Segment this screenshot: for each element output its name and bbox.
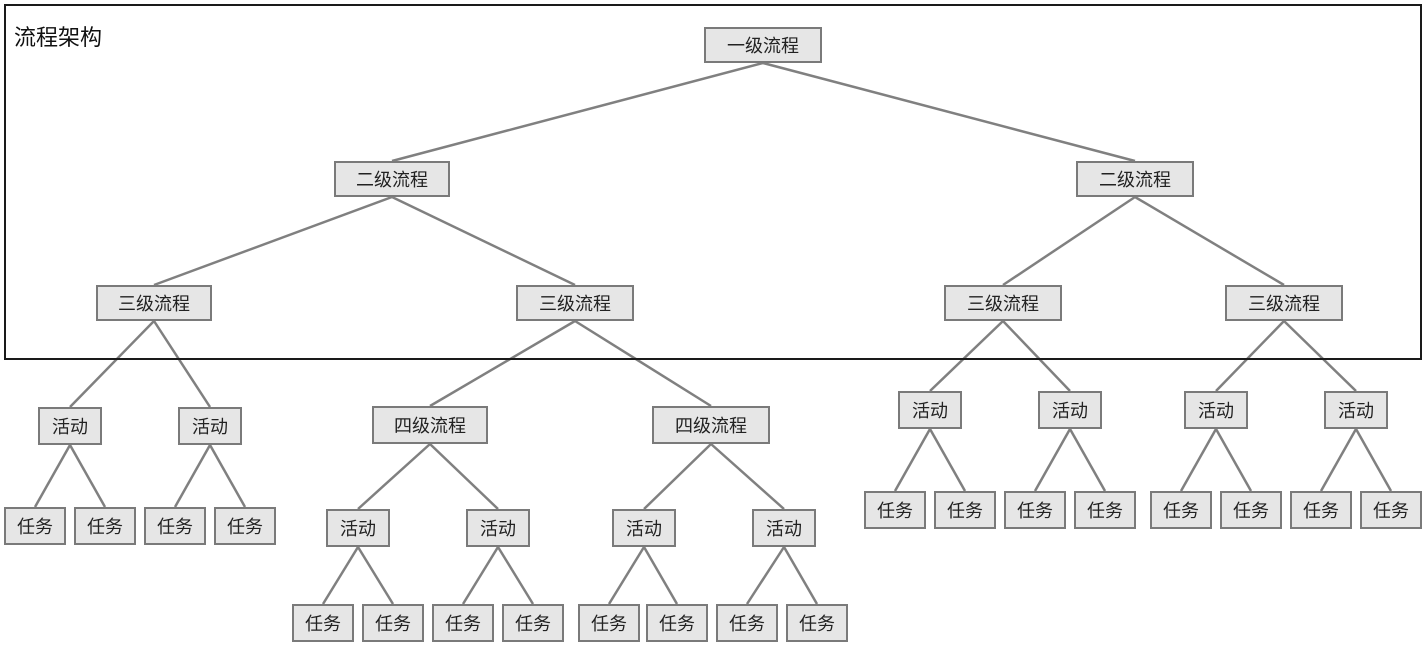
connector-line	[461, 546, 500, 605]
activity-node: 活动	[898, 391, 962, 429]
activity-node: 活动	[178, 407, 242, 445]
connector-line	[496, 546, 535, 605]
connector-line	[1068, 428, 1107, 492]
activity-node: 活动	[466, 509, 530, 547]
connector-line	[1134, 195, 1285, 287]
connector-line	[391, 61, 764, 163]
activity-node: 活动	[1324, 391, 1388, 429]
activity-node: 活动	[326, 509, 390, 547]
task-node: 任务	[1074, 491, 1136, 529]
connector-line	[68, 444, 107, 508]
frame-title: 流程架构	[14, 26, 103, 51]
level3-process-node: 三级流程	[96, 285, 212, 321]
connector-line	[357, 443, 431, 510]
connector-line	[69, 320, 155, 408]
task-node: 任务	[864, 491, 926, 529]
connector-line	[710, 443, 785, 510]
connector-line	[1033, 428, 1072, 492]
connector-line	[321, 546, 360, 605]
activity-node: 活动	[1038, 391, 1102, 429]
task-node: 任务	[74, 507, 136, 545]
task-node: 任务	[1004, 491, 1066, 529]
connector-line	[173, 444, 212, 508]
task-node: 任务	[578, 604, 640, 642]
task-node: 任务	[646, 604, 708, 642]
level3-process-node: 三级流程	[516, 285, 634, 321]
task-node: 任务	[1360, 491, 1422, 529]
connector-line	[429, 319, 576, 408]
connector-line	[429, 443, 499, 510]
task-node: 任务	[214, 507, 276, 545]
task-node: 任务	[292, 604, 354, 642]
task-node: 任务	[786, 604, 848, 642]
connector-line	[1002, 195, 1136, 287]
task-node: 任务	[1150, 491, 1212, 529]
connector-line	[208, 444, 247, 508]
task-node: 任务	[144, 507, 206, 545]
task-node: 任务	[502, 604, 564, 642]
activity-node: 活动	[1184, 391, 1248, 429]
connector-line	[356, 546, 395, 605]
task-node: 任务	[934, 491, 996, 529]
connector-line	[1354, 428, 1393, 492]
level4-process-node: 四级流程	[652, 406, 770, 444]
connector-line	[782, 546, 819, 605]
connector-line	[642, 546, 679, 605]
connector-line	[1319, 428, 1358, 492]
connector-line	[391, 195, 576, 287]
connector-line	[1179, 428, 1218, 492]
connector-line	[153, 195, 393, 287]
activity-node: 活动	[752, 509, 816, 547]
connector-line	[1214, 428, 1253, 492]
connector-line	[643, 443, 712, 510]
connector-line	[893, 428, 932, 492]
level2-process-node: 二级流程	[1076, 161, 1194, 197]
connector-line	[745, 546, 786, 605]
task-node: 任务	[362, 604, 424, 642]
level4-process-node: 四级流程	[372, 406, 488, 444]
connector-line	[574, 319, 712, 408]
level2-process-node: 二级流程	[334, 161, 450, 197]
task-node: 任务	[432, 604, 494, 642]
task-node: 任务	[1220, 491, 1282, 529]
level1-process-node: 一级流程	[704, 27, 822, 63]
connector-line	[928, 428, 967, 492]
connector-line	[1283, 320, 1357, 392]
activity-node: 活动	[38, 407, 102, 445]
level3-process-node: 三级流程	[1225, 285, 1343, 321]
connector-line	[607, 546, 646, 605]
connector-line	[762, 61, 1136, 163]
task-node: 任务	[716, 604, 778, 642]
connector-line	[1002, 320, 1071, 392]
level3-process-node: 三级流程	[944, 285, 1062, 321]
activity-node: 活动	[612, 509, 676, 547]
task-node: 任务	[1290, 491, 1352, 529]
connector-line	[33, 444, 72, 508]
task-node: 任务	[4, 507, 66, 545]
connector-line	[152, 320, 212, 408]
connector-line	[929, 320, 1004, 392]
process-architecture-frame	[4, 4, 1422, 360]
connector-line	[1215, 320, 1285, 392]
